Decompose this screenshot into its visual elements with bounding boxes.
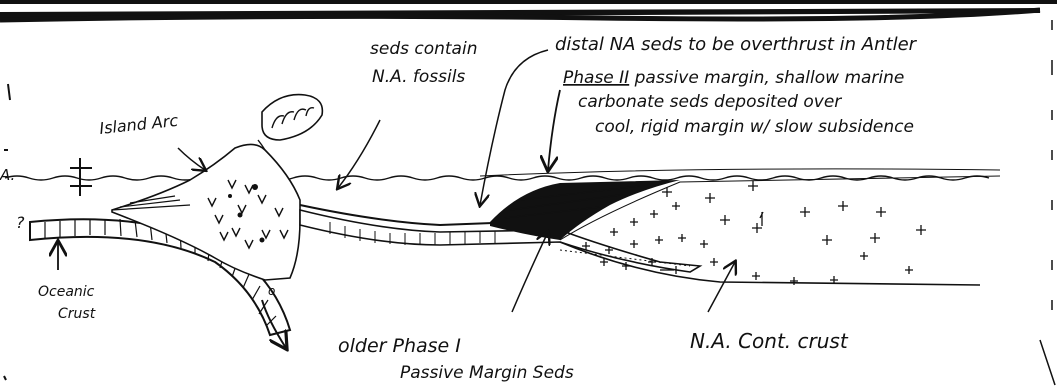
left-margin-marks <box>4 84 10 380</box>
svg-text:o: o <box>268 284 275 298</box>
label-island-arc: Island Arc <box>98 111 179 138</box>
label-na-cont-crust: N.A. Cont. crust <box>690 329 849 353</box>
phase2-pointer <box>548 90 560 170</box>
label-phase2-line2: carbonate seds deposited over <box>578 92 842 112</box>
label-phase2-heading: Phase II <box>563 68 629 88</box>
label-distal-seds: distal NA seds to be overthrust in Antle… <box>555 34 918 55</box>
right-border <box>1040 20 1055 385</box>
label-oceanic-line1: Oceanic <box>38 284 95 300</box>
distal-seds-pointer <box>480 50 548 205</box>
phase1-pointer <box>512 232 548 312</box>
label-seds-contain-line1: seds contain <box>370 39 477 59</box>
island-arc-pointer <box>178 148 205 170</box>
cont-crust-pointer <box>708 262 735 312</box>
label-phase2-line3: cool, rigid margin w/ slow subsidence <box>595 117 914 137</box>
phase2-carbonate-wedge <box>490 180 680 240</box>
label-older-phase1-line2: Passive Margin Seds <box>400 363 574 383</box>
fossils-pointer <box>338 120 380 188</box>
label-seds-contain-line2: N.A. fossils <box>372 67 465 87</box>
label-oceanic-line2: Crust <box>58 306 96 322</box>
top-scribble-band <box>0 0 1057 20</box>
sea-level-mark: A. <box>0 166 15 184</box>
label-question-mark: ? <box>16 213 25 232</box>
label-older-phase1-line1: older Phase I <box>338 335 461 357</box>
label-phase2-line1: Phase II passive margin, shallow marine <box>563 68 904 88</box>
